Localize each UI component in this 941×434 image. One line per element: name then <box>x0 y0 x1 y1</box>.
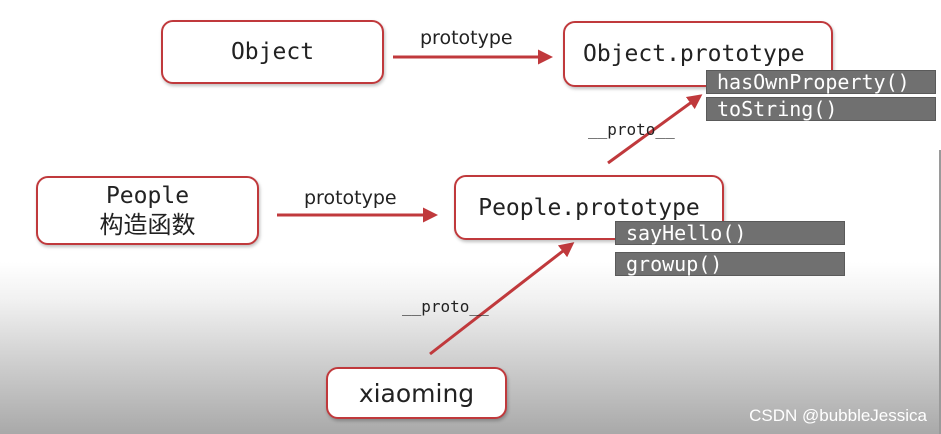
edge-label-object-prototype: prototype <box>420 27 513 49</box>
node-object: Object <box>161 20 384 84</box>
right-edge-divider <box>939 150 941 434</box>
method-sayhello: sayHello() <box>615 221 845 245</box>
node-people: People 构造函数 <box>36 176 259 245</box>
node-object-prototype: Object.prototype <box>563 21 833 87</box>
node-people-prototype: People.prototype <box>454 175 724 240</box>
node-object-prototype-label: Object.prototype <box>583 41 805 67</box>
node-people-label: People <box>105 182 190 209</box>
node-people-prototype-label: People.prototype <box>478 194 700 221</box>
node-xiaoming: xiaoming <box>326 367 507 419</box>
edge-label-people-prototype: prototype <box>304 187 397 209</box>
edge-label-xiaoming-proto: __proto__ <box>402 297 489 316</box>
method-hasownproperty: hasOwnProperty() <box>706 70 936 94</box>
edge-label-people-proto: __proto__ <box>588 120 675 139</box>
method-growup: growup() <box>615 252 845 276</box>
watermark: CSDN @bubbleJessica <box>749 406 927 425</box>
node-people-sublabel: 构造函数 <box>99 210 196 239</box>
arrow-people-prototype-to-object-prototype <box>607 94 703 165</box>
node-object-label: Object <box>230 39 315 65</box>
method-tostring: toString() <box>706 97 936 121</box>
arrow-xiaoming-to-people-prototype <box>429 242 575 356</box>
node-xiaoming-label: xiaoming <box>358 378 475 408</box>
